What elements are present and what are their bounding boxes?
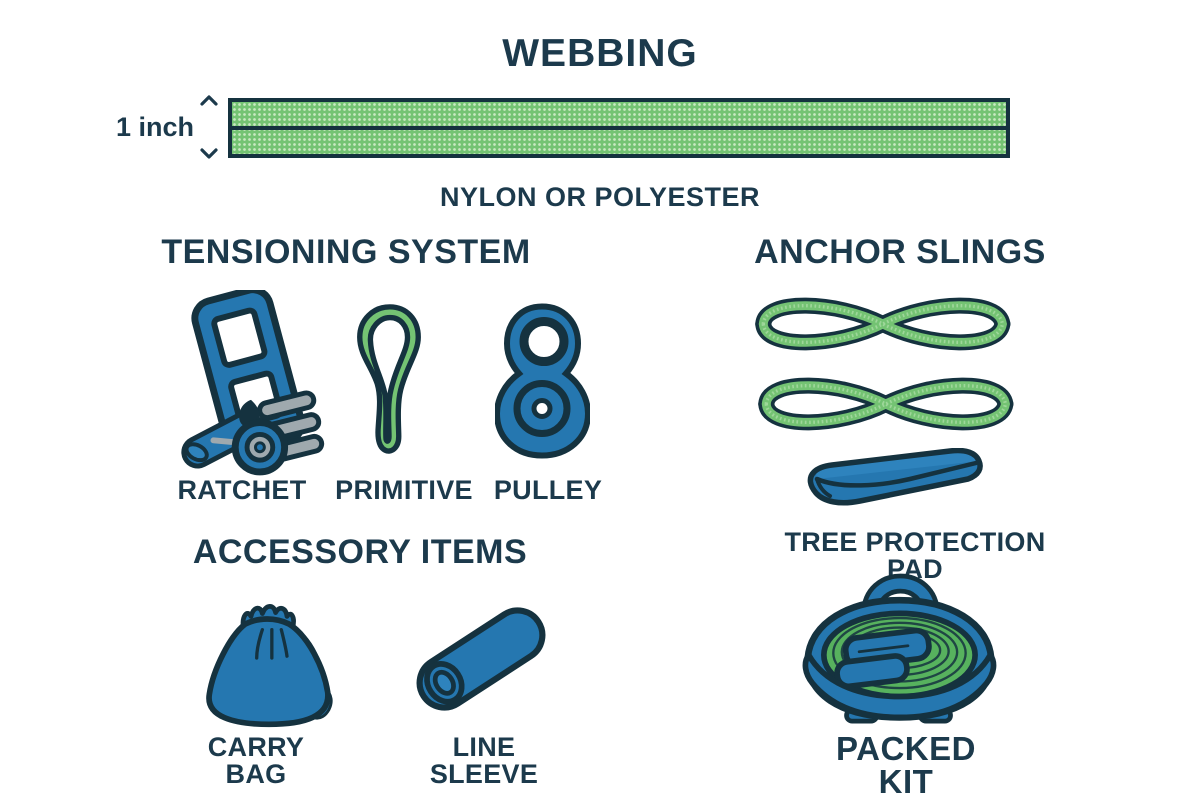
packed-kit-label: PACKED KIT — [836, 730, 976, 800]
line-sleeve-icon — [416, 607, 546, 711]
pulley-icon — [495, 303, 590, 459]
webbing-width-label: 1 inch — [116, 95, 218, 159]
width-arrows — [200, 95, 218, 159]
carry-bag-icon — [206, 604, 333, 728]
ratchet-icon — [181, 290, 325, 476]
webbing-strap — [228, 98, 1010, 158]
webbing-strap-divider — [232, 126, 1006, 130]
width-label-text: 1 inch — [116, 111, 195, 142]
primitive-label: PRIMITIVE — [335, 475, 473, 505]
anchor-sling-icon — [755, 297, 1011, 351]
accessory-items-heading: ACCESSORY ITEMS — [192, 533, 528, 571]
anchor-slings-heading: ANCHOR SLINGS — [754, 233, 1046, 271]
pulley-label: PULLEY — [493, 475, 603, 505]
line-sleeve-label: LINE SLEEVE — [429, 732, 539, 789]
tensioning-system-heading: TENSIONING SYSTEM — [161, 233, 531, 271]
carry-bag-label: CARRY BAG — [207, 732, 305, 789]
chevron-up-icon — [200, 95, 218, 106]
chevron-down-icon — [200, 148, 218, 159]
packed-kit-icon — [802, 573, 997, 724]
page-title: WEBBING — [502, 32, 698, 75]
webbing-material-label: NYLON OR POLYESTER — [439, 182, 761, 212]
anchor-sling-icon — [758, 377, 1014, 431]
ratchet-label: RATCHET — [177, 475, 307, 505]
tree-protection-pad-icon — [807, 448, 983, 506]
primitive-sling-icon — [357, 304, 421, 454]
